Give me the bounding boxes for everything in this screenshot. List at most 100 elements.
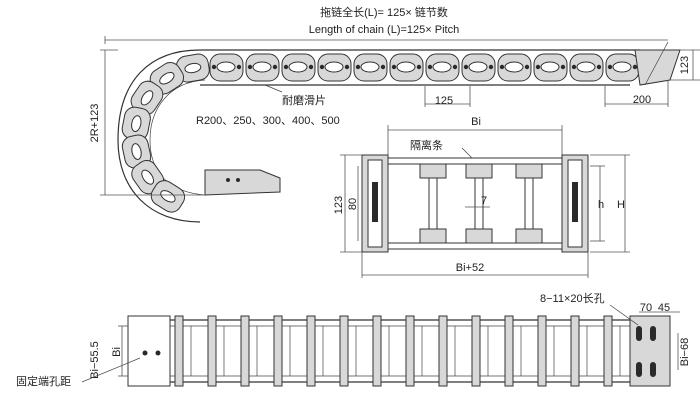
hole-label-leader — [81, 357, 141, 383]
link-pin — [380, 64, 386, 70]
link-plate — [576, 61, 596, 73]
separators — [419, 163, 543, 244]
separator-leader — [461, 147, 473, 159]
link-pin — [560, 64, 566, 70]
link-pin — [463, 64, 469, 70]
plan-chain-links — [174, 315, 621, 387]
plan-bi-dim: Bi — [111, 347, 123, 357]
left-plate-slot — [372, 182, 378, 222]
link-plate — [131, 115, 142, 133]
link-plate — [288, 61, 308, 73]
link-pin — [452, 64, 458, 70]
slot-offset-70: 70 — [640, 302, 652, 314]
pad-leader — [264, 84, 283, 93]
plan-view: 8−11×20长孔 70 45 Bi−68 Bi−55.5 Bi 固定端孔距 — [16, 292, 691, 388]
inner-height-h: h — [598, 199, 604, 211]
link-plate — [131, 143, 142, 160]
wear-pad-label: 耐磨滑片 — [282, 94, 326, 107]
cross-section-view: Bi 隔离条 7 123 80 h H — [333, 116, 630, 278]
slot-offset-45: 45 — [658, 302, 670, 314]
bend-outer-contour — [117, 49, 201, 223]
link-pin — [283, 64, 289, 70]
slot-hole-label: 8−11×20长孔 — [540, 292, 605, 305]
link-pin — [272, 64, 278, 70]
plan-side-plate — [207, 315, 217, 387]
link-pin — [596, 64, 602, 70]
chain-length-formula-cn: 拖链全长(L)= 125× 链节数 — [320, 5, 448, 19]
left-end-bracket — [127, 315, 171, 387]
right-end-bracket — [629, 315, 671, 387]
fixed-end-bracket — [204, 169, 281, 196]
link-pin — [427, 64, 433, 70]
right-plate-slot — [572, 182, 578, 222]
plan-side-plate — [438, 315, 448, 387]
left-hole-distance: Bi−55.5 — [89, 341, 101, 379]
plan-side-plate — [174, 315, 184, 387]
plan-side-plate — [306, 315, 316, 387]
bend-link — [150, 180, 186, 213]
link-plate — [140, 90, 154, 106]
outer-width-dim: Bi+52 — [456, 262, 484, 274]
link-plate — [216, 61, 236, 73]
link-pin — [607, 64, 613, 70]
link-pin — [355, 64, 361, 70]
slot-hole — [650, 326, 656, 341]
bend-link — [121, 134, 152, 169]
end-length-dim: 200 — [633, 94, 651, 106]
separator-bottom-flange — [465, 228, 493, 244]
plan-side-plate — [537, 315, 547, 387]
chain-top-view: 拖链全长(L)= 125× 链节数 Length of chain (L)=12… — [89, 5, 700, 223]
link-pin — [416, 64, 422, 70]
outer-height-dim: 123 — [333, 196, 345, 214]
bracket-hole — [155, 350, 161, 356]
right-slot-distance: Bi−68 — [679, 338, 691, 366]
slot-hole — [636, 326, 642, 341]
pitch-dim: 125 — [435, 95, 453, 107]
link-plate — [504, 61, 524, 73]
slot-leader — [609, 304, 639, 326]
bracket-hole — [226, 178, 230, 182]
separator-bottom-flange — [515, 228, 543, 244]
bend-chain-links — [121, 53, 210, 213]
link-plate — [360, 61, 380, 73]
chain-length-formula-en: Length of chain (L)=125× Pitch — [309, 24, 459, 36]
link-plate — [468, 61, 488, 73]
link-plate — [540, 61, 560, 73]
radius-options-label: R200、250、300、400、500 — [196, 115, 340, 127]
link-plate — [160, 190, 176, 203]
link-pin — [236, 64, 242, 70]
bracket-hole — [142, 350, 148, 356]
link-plate — [612, 61, 632, 73]
plan-side-plate — [471, 315, 481, 387]
bend-height-dim: 2R+123 — [89, 104, 101, 143]
outer-height-H: H — [617, 199, 625, 211]
link-pin — [308, 64, 314, 70]
slot-hole — [636, 362, 642, 377]
separator-top-flange — [465, 163, 493, 179]
plan-side-plate — [339, 315, 349, 387]
plan-side-plate — [405, 315, 415, 387]
link-plate — [252, 61, 272, 73]
plan-side-plate — [273, 315, 283, 387]
link-pin — [211, 64, 217, 70]
link-pin — [632, 64, 638, 70]
link-plate — [159, 72, 175, 85]
plan-side-plate — [372, 315, 382, 387]
separator-web — [524, 177, 534, 230]
link-pin — [319, 64, 325, 70]
link-plate — [141, 169, 155, 185]
separator-top-flange — [515, 163, 543, 179]
separator-bottom-flange — [419, 228, 447, 244]
link-pin — [535, 64, 541, 70]
separator-web — [428, 177, 438, 230]
slot-hole — [650, 362, 656, 377]
link-pin — [391, 64, 397, 70]
separator-top-flange — [419, 163, 447, 179]
plan-side-plate — [603, 315, 613, 387]
link-plate — [184, 62, 202, 74]
inner-height-dim: 80 — [347, 198, 359, 210]
link-height-dim: 123 — [679, 56, 691, 74]
link-pin — [247, 64, 253, 70]
bi-width-dim: Bi — [471, 116, 481, 128]
